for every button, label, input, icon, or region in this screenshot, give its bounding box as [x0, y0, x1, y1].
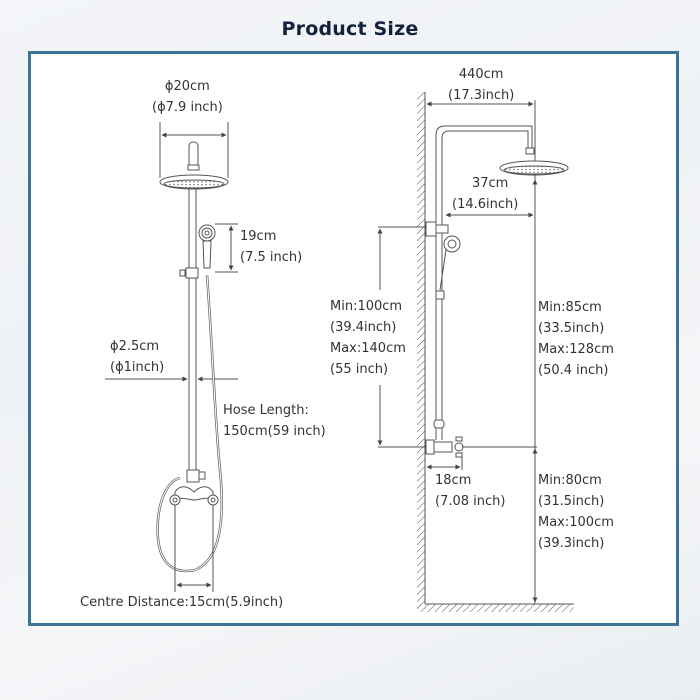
arm-reach-label: 440cm (17.3inch)	[448, 67, 515, 103]
page-title: Product Size	[281, 18, 419, 40]
pipe-diameter-label: ϕ2.5cm (ϕ1inch)	[110, 339, 165, 375]
hose-length-label: Hose Length: 150cm(59 inch)	[223, 403, 326, 439]
diagram-frame	[28, 51, 679, 626]
valve-depth-label: 18cm (7.08 inch)	[435, 473, 506, 509]
shower-head-diameter-label: ϕ20cm (ϕ7.9 inch)	[152, 79, 223, 115]
front-view	[105, 122, 238, 592]
valve-height-label: Min:80cm (31.5inch) Max:100cm (39.3inch)	[538, 473, 614, 551]
head-offset-label: 37cm (14.6inch)	[452, 176, 519, 212]
riser-height-label: Min:100cm (39.4inch) Max:140cm (55 inch)	[330, 299, 406, 377]
head-above-valve-label: Min:85cm (33.5inch) Max:128cm (50.4 inch…	[538, 300, 614, 378]
side-view	[377, 92, 574, 612]
centre-distance-label: Centre Distance:15cm(5.9inch)	[80, 595, 284, 610]
hand-shower-height-label: 19cm (7.5 inch)	[240, 229, 303, 265]
